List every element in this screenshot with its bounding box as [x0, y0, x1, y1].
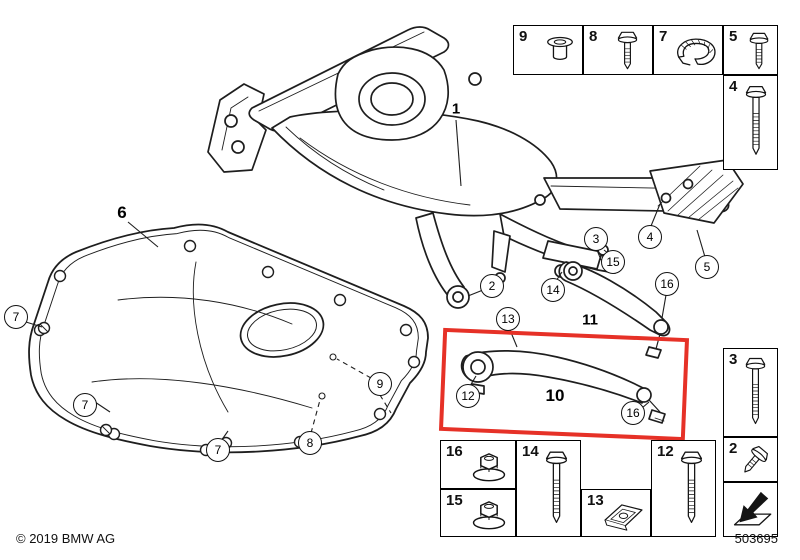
underbody-shield-drawing — [28, 223, 429, 457]
hex-bolt-long-icon — [745, 357, 766, 425]
callout-14[interactable]: 14 — [541, 278, 565, 302]
legend-cell-number: 4 — [729, 78, 738, 95]
legend-cell-number: 15 — [446, 492, 463, 509]
callout-5[interactable]: 5 — [695, 255, 719, 279]
callout-11[interactable]: 11 — [582, 311, 598, 329]
callout-1[interactable]: 1 — [451, 100, 461, 118]
legend-cell-2[interactable]: 2 — [723, 437, 778, 482]
legend-cell-number: 16 — [446, 443, 463, 460]
retainer-plate-icon — [604, 504, 643, 531]
legend-cell-12[interactable]: 12 — [651, 440, 716, 537]
legend-cell-number: 12 — [657, 443, 674, 460]
callout-8[interactable]: 8 — [298, 431, 322, 455]
hatched-bracket — [649, 159, 744, 224]
callout-15[interactable]: 15 — [601, 250, 625, 274]
subframe-drawing — [207, 26, 744, 309]
legend-cell-15[interactable]: 15 — [440, 489, 516, 537]
legend-cell-3[interactable]: 3 — [723, 348, 778, 437]
legend-cell-number: 8 — [589, 28, 598, 45]
flange-nut-icon — [472, 501, 506, 530]
callout-13[interactable]: 13 — [496, 307, 520, 331]
legend-cell-number: 13 — [587, 492, 604, 509]
hex-bolt-icon — [749, 32, 769, 70]
legend-cell-number: 2 — [729, 440, 738, 457]
callout-16-a[interactable]: 16 — [655, 272, 679, 296]
diagram-number: 503695 — [734, 531, 778, 546]
callout-7-a[interactable]: 7 — [4, 305, 28, 329]
legend-cell-number: 7 — [659, 28, 668, 45]
direction-symbol-box — [723, 482, 778, 537]
hex-bolt-long-icon — [680, 451, 703, 524]
legend-cell-9[interactable]: 9 — [513, 25, 583, 75]
callout-7-c[interactable]: 7 — [206, 438, 230, 462]
flange-nut-icon — [472, 453, 506, 482]
legend-cell-number: 14 — [522, 443, 539, 460]
callout-3[interactable]: 3 — [584, 227, 608, 251]
control-arm-11-drawing — [558, 261, 671, 359]
legend-cell-4[interactable]: 4 — [723, 75, 778, 170]
hex-bolt-long-icon — [745, 85, 767, 155]
legend-cell-number: 9 — [519, 28, 528, 45]
callout-6[interactable]: 6 — [117, 203, 127, 222]
callout-16-b[interactable]: 16 — [621, 401, 645, 425]
hex-bolt-icon — [617, 31, 638, 70]
legend-cell-13[interactable]: 13 — [581, 489, 651, 537]
copyright-text: © 2019 BMW AG — [16, 531, 116, 546]
bushing-icon — [547, 36, 573, 61]
callout-4[interactable]: 4 — [638, 225, 662, 249]
legend-cell-16[interactable]: 16 — [440, 440, 516, 489]
callout-2[interactable]: 2 — [480, 274, 504, 298]
legend-cell-14[interactable]: 14 — [516, 440, 581, 537]
legend-cell-number: 3 — [729, 351, 738, 368]
legend-cell-number: 5 — [729, 28, 738, 45]
control-arm-10-drawing — [460, 350, 666, 424]
highlight-box-part-10 — [438, 327, 690, 442]
cage-nut-icon — [677, 38, 716, 66]
direction-arrow-icon — [733, 491, 772, 526]
legend-cell-5[interactable]: 5 — [723, 25, 778, 75]
callout-7-b[interactable]: 7 — [73, 393, 97, 417]
hex-bolt-long-icon — [545, 451, 568, 524]
callout-9[interactable]: 9 — [368, 372, 392, 396]
callout-10[interactable]: 10 — [545, 386, 565, 405]
hex-bolt-small-icon — [737, 443, 771, 479]
legend-cell-7[interactable]: 7 — [653, 25, 723, 75]
callout-12[interactable]: 12 — [456, 384, 480, 408]
legend-cell-8[interactable]: 8 — [583, 25, 653, 75]
